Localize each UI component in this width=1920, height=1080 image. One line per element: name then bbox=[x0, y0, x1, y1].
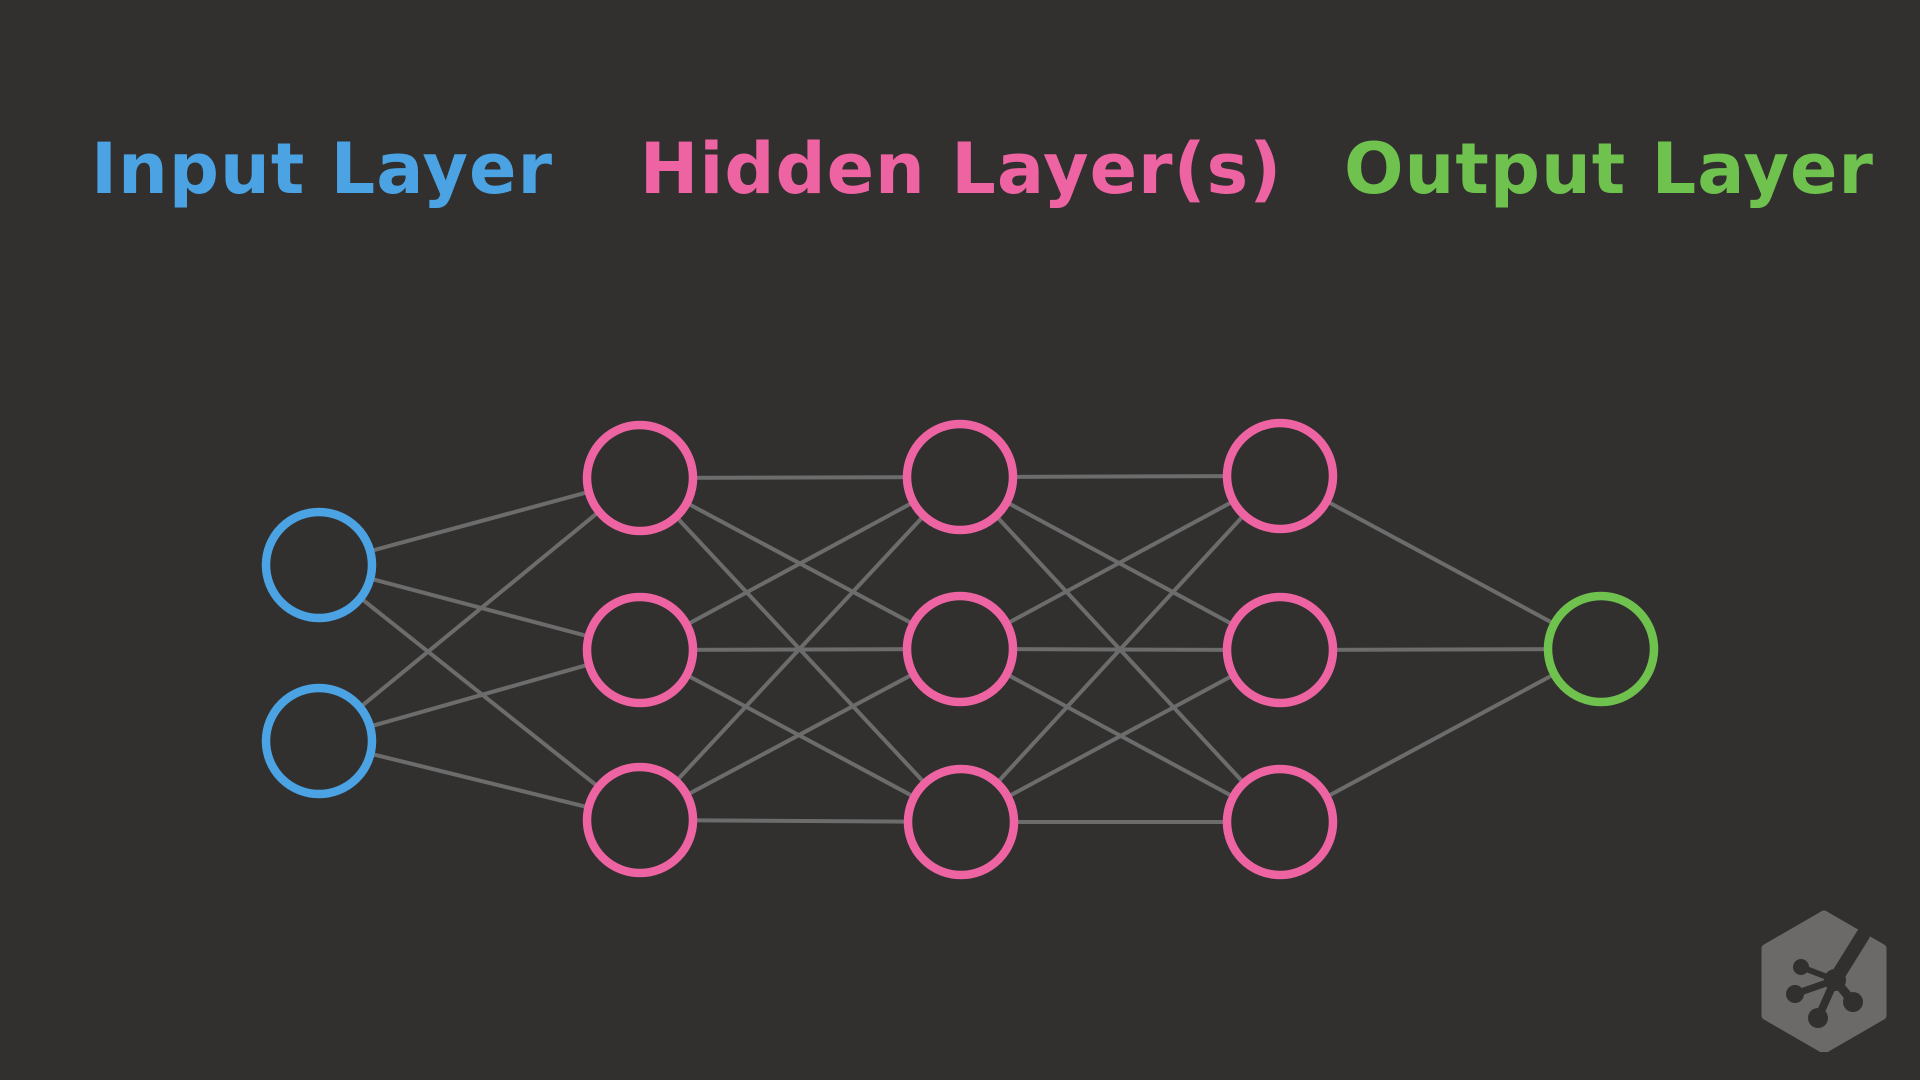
network-edge bbox=[639, 475, 961, 652]
network-edge bbox=[959, 474, 1281, 651]
input-node bbox=[261, 507, 377, 623]
network-edge bbox=[317, 476, 642, 743]
logo-frog-footprint bbox=[1786, 928, 1870, 1028]
hidden-1-node bbox=[582, 420, 698, 536]
output-node bbox=[1543, 591, 1659, 707]
treehouse-frog-footprint-logo-icon bbox=[1761, 910, 1887, 1052]
hidden-2-node bbox=[902, 419, 1018, 535]
network-edge bbox=[959, 474, 1282, 824]
hidden-1-node bbox=[582, 592, 698, 708]
hidden-3-node bbox=[1222, 764, 1338, 880]
hidden-2-node bbox=[902, 591, 1018, 707]
hidden-2-node bbox=[903, 764, 1019, 880]
network-edge bbox=[1279, 647, 1602, 824]
network-edge bbox=[638, 475, 962, 822]
hidden-layer-label: Hidden Layer(s) bbox=[639, 128, 1283, 210]
network-edge bbox=[317, 563, 642, 822]
network-edge bbox=[1279, 474, 1602, 651]
hidden-3-node bbox=[1222, 592, 1338, 708]
input-layer-label: Input Layer bbox=[91, 128, 553, 210]
input-node bbox=[261, 683, 377, 799]
hidden-1-node bbox=[582, 762, 698, 878]
network-edge bbox=[960, 648, 1281, 824]
output-layer-label: Output Layer bbox=[1344, 128, 1874, 210]
network-edge bbox=[639, 647, 961, 822]
hidden-3-node bbox=[1222, 418, 1338, 534]
